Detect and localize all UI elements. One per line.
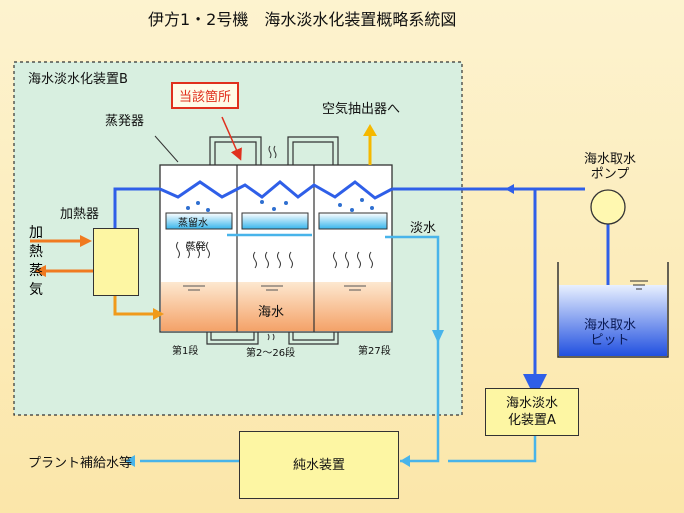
- intake-pit-water: [559, 285, 667, 356]
- distilled-water-trays: [165, 212, 388, 230]
- pure-water-unit-box: 純水装置: [239, 431, 399, 499]
- seawater-feed-line: [113, 180, 585, 228]
- evaporator-label: 蒸発器: [105, 114, 145, 129]
- page-title: 伊方1・2号機 海水淡水化装置概略系統図: [148, 10, 457, 29]
- air-ejector-label: 空気抽出器へ: [322, 102, 401, 117]
- stage-label-27: 第27段: [358, 346, 391, 357]
- stage-label-1: 第1段: [172, 346, 199, 357]
- freshwater-label: 淡水: [410, 221, 437, 236]
- makeup-water-label: プラント補給水等: [28, 456, 133, 471]
- unit-a-box: 海水淡水化装置A: [485, 388, 579, 436]
- heating-steam-label: 加熱蒸気: [29, 225, 43, 298]
- pit-label: 海水取水ピット: [583, 318, 636, 348]
- distilled-water-label: 蒸留水: [178, 218, 208, 229]
- vapor-transfer-pipes: [209, 136, 339, 165]
- pump-label: 海水取水ポンプ: [583, 152, 636, 182]
- pump-symbol: [590, 189, 626, 225]
- seawater-label: 海水: [258, 305, 285, 320]
- heater-box: [93, 228, 139, 296]
- unit-b-label: 海水淡水化装置B: [28, 72, 128, 87]
- heater-label: 加熱器: [60, 207, 100, 222]
- stage-label-2-26: 第2～26段: [246, 348, 296, 359]
- callout-label: 当該箇所: [171, 82, 240, 109]
- brine-transfer-pipes: [206, 332, 339, 345]
- evaporation-label: 蒸発: [186, 242, 206, 253]
